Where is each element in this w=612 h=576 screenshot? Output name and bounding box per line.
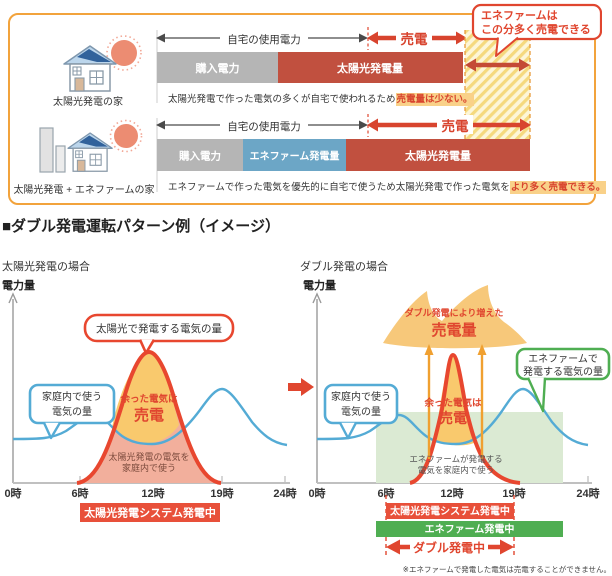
row1-solar-generation-bar-label: 太陽光発電量: [336, 61, 403, 75]
right-home-use-callout: 家庭内で使う 電気の量: [323, 383, 399, 440]
left-solar-callout-label: 太陽光で発電する電気の量: [96, 322, 222, 335]
right-cloud-line1: ダブル発電により増えた: [405, 307, 504, 318]
right-home-use-callout-line2: 電気の量: [341, 405, 381, 418]
row2-usage-arrow-label: 自宅の使用電力: [227, 120, 301, 133]
right-solar-status-bar: [386, 503, 514, 519]
left-self-use-label-1: 太陽光発電の電気を: [108, 451, 189, 462]
left-surplus-label-2: 売電: [134, 406, 164, 424]
row2-sell-arrow-label: 売電: [442, 118, 469, 134]
row2-usage-arrow: 自宅の使用電力: [156, 116, 368, 133]
right-double-gen-label: ダブル発電中: [413, 540, 485, 555]
row2-purchased-power-bar-label: 購入電力: [178, 150, 221, 163]
row1-description-highlight: 売電量は少ない。: [395, 93, 474, 106]
right-enefarm-callout: エネファームで 発電する電気の量: [515, 347, 611, 413]
left-solar-status-bar-label: 太陽光発電システム発電中: [83, 506, 216, 520]
right-surplus-label-1: 余った電気は: [423, 397, 482, 409]
row2-solar-generation-bar-label: 太陽光発電量: [404, 149, 471, 163]
right-enefarm-callout-line1: エネファームで: [528, 353, 598, 365]
solar-house-icon: [63, 45, 117, 92]
left-tick-19: 19時: [210, 486, 233, 500]
right-cloud-line2: 売電量: [431, 321, 476, 339]
left-surplus-label-1: 余った電気は: [119, 393, 178, 405]
left-y-axis-label: 電力量: [2, 278, 35, 292]
right-enefarm-callout-line2: 発電する電気の量: [523, 365, 603, 378]
transition-arrow-icon: [288, 378, 314, 396]
top-panel-diagram: 自宅の使用電力 売電 購入電力 太陽光発電量: [39, 3, 602, 192]
right-tick-12: 12時: [440, 486, 463, 500]
enefarm-extra-sell-callout: エネファームは この分多く売電できる: [471, 3, 602, 57]
extra-sell-width-arrow: [465, 58, 530, 72]
row2-enefarm-generation-bar: [243, 139, 346, 171]
right-tick-6: 6時: [377, 486, 394, 500]
row2-house-label: 太陽光発電 + エネファームの家: [13, 185, 155, 196]
callout-line2: この分多く売電できる: [481, 22, 591, 36]
left-home-use-callout: 家庭内で使う 電気の量: [28, 383, 116, 440]
sun-icon: [106, 35, 142, 71]
right-sell-up-arrows: [424, 344, 487, 459]
right-tick-0: 0時: [308, 486, 325, 500]
right-increased-sell-cloud: [383, 285, 527, 349]
solar-enefarm-house-icon: [67, 132, 113, 172]
left-home-use-callout-line2: 電気の量: [52, 405, 92, 418]
row1-sell-arrow: 売電: [367, 28, 467, 47]
left-tick-12: 12時: [141, 486, 164, 500]
row1-sell-arrow-label: 売電: [401, 31, 428, 47]
row2-sell-arrow: 売電: [367, 115, 531, 134]
row2-description-text: エネファームで作った電気を優先的に自宅で使うため太陽光発電で作った電気を: [168, 182, 510, 193]
left-surplus-sell-area: [112, 352, 179, 443]
row1-solar-generation-bar: [278, 52, 463, 83]
left-self-use-label-2: 家庭内で使う: [122, 462, 176, 473]
right-tick-24: 24時: [576, 486, 599, 500]
section-heading: ■ダブル発電運転パターン例（イメージ）: [2, 218, 281, 235]
row1-usage-arrow-label: 自宅の使用電力: [227, 33, 301, 46]
right-solar-generation-outline: [409, 353, 521, 485]
row1-purchased-power-bar: [157, 52, 278, 83]
right-enefarm-status-bar: [376, 521, 563, 537]
callout-line1: エネファームは: [481, 9, 558, 22]
left-home-use-callout-line1: 家庭内で使う: [42, 390, 102, 403]
left-solar-status-bar: [80, 503, 220, 522]
left-solar-generation-outline: [76, 350, 222, 485]
left-chart: 電力量 余った電気は 売電 太陽光発電の電気を 家庭内で使う 太陽光で発電する電…: [2, 278, 297, 522]
left-tick-24: 24時: [273, 486, 296, 500]
row2-purchased-power-bar: [157, 139, 243, 171]
enefarm-unit-icon: [39, 127, 66, 173]
right-chart: 電力量 ダブル発電により増えた 売電量 余った電気は 売電 エネファームが発電: [303, 278, 611, 574]
right-self-use-label-2: 電気を家庭内で使う: [418, 465, 495, 475]
left-chart-subtitle: 太陽光発電の場合: [2, 261, 90, 273]
row1-purchased-power-bar-label: 購入電力: [195, 61, 240, 75]
row1-usage-arrow: 自宅の使用電力: [156, 29, 368, 46]
right-self-use-label-1: エネファームが発電する: [409, 454, 502, 464]
left-tick-0: 0時: [4, 486, 21, 500]
right-tick-19: 19時: [502, 486, 525, 500]
row2-enefarm-generation-bar-label: エネファーム発電量: [250, 150, 340, 163]
right-surplus-sell-area: [435, 355, 474, 446]
row2-description-highlight: より多く売電できる。: [509, 181, 607, 194]
row1-house-label: 太陽光発電の家: [53, 97, 123, 108]
sun-icon: [109, 119, 143, 153]
right-surplus-label-2: 売電: [439, 410, 467, 426]
right-y-axis: [312, 292, 322, 483]
left-solar-callout: 太陽光で発電する電気の量: [83, 313, 235, 355]
top-panel-border: [8, 13, 596, 205]
right-enefarm-status-bar-label: エネファーム発電中: [425, 523, 515, 536]
row1-description: 太陽光発電で作った電気の多くが自宅で使われるため売電量は少ない。: [168, 91, 474, 106]
right-y-axis-label: 電力量: [303, 278, 336, 292]
right-solar-status-bar-label: 太陽光発電システム発電中: [389, 505, 510, 518]
right-chart-subtitle: ダブル発電の場合: [300, 261, 388, 273]
row2-description: エネファームで作った電気を優先的に自宅で使うため太陽光発電で作った電気をより多く…: [168, 179, 607, 194]
left-tick-6: 6時: [71, 486, 88, 500]
left-y-axis: [8, 292, 18, 483]
left-tick-labels: 0時 6時 12時 19時 24時: [4, 486, 296, 500]
row1-description-text: 太陽光発電で作った電気の多くが自宅で使われるため: [168, 94, 396, 105]
right-double-gen-arrow: ダブル発電中: [386, 538, 514, 556]
footnote: ※エネファームで発電した電気は売電することができません。: [403, 564, 611, 574]
right-home-use-callout-line1: 家庭内で使う: [331, 390, 391, 403]
row2-solar-generation-bar: [346, 139, 530, 171]
right-tick-labels: 0時 6時 12時 19時 24時: [308, 486, 599, 500]
